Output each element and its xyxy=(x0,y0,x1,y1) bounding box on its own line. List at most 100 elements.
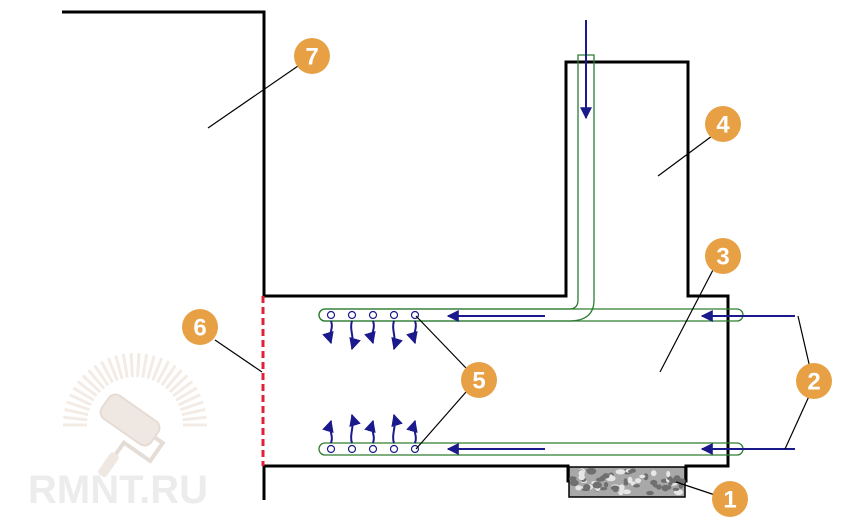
leader-4 xyxy=(657,135,713,177)
badge-5: 5 xyxy=(461,362,497,398)
leader-2b xyxy=(784,393,811,450)
watermark: RMNT.RU xyxy=(28,353,208,512)
outlet-hole xyxy=(326,310,336,320)
outlet-arrow xyxy=(322,320,334,345)
gravel-stone xyxy=(639,474,646,479)
sunburst-ray xyxy=(63,415,88,422)
outlet-arrow xyxy=(391,413,403,444)
sunburst-ray xyxy=(64,408,89,417)
sunburst-ray xyxy=(156,360,171,384)
badge-1: 1 xyxy=(712,481,748,517)
outlet-hole xyxy=(326,444,336,454)
gravel-stone xyxy=(615,469,626,475)
badge-3: 3 xyxy=(705,238,741,274)
sunburst-ray xyxy=(180,400,204,412)
leader-2a xyxy=(797,315,811,369)
gravel-stone xyxy=(656,484,662,490)
svg-text:6: 6 xyxy=(193,315,206,342)
airflow-arrows xyxy=(322,20,795,455)
sunburst-ray xyxy=(121,353,129,378)
badge-7: 7 xyxy=(294,38,330,74)
outlet-arrow xyxy=(391,320,403,351)
vertical-air-tube xyxy=(318,54,595,322)
sunburst-ray xyxy=(87,369,106,390)
sunburst-ray xyxy=(168,374,189,394)
sunburst-ray xyxy=(172,380,194,398)
sunburst-ray xyxy=(76,380,98,398)
sunburst-ray xyxy=(160,364,177,387)
sunburst-ray xyxy=(114,355,124,380)
gravel-stone xyxy=(650,470,657,477)
sunburst-ray xyxy=(81,374,102,394)
outlet-arrow xyxy=(349,320,361,351)
outlet-hole xyxy=(347,444,357,454)
gravel-stone xyxy=(582,483,591,491)
sunburst-ray xyxy=(141,353,149,378)
paint-roller-icon xyxy=(98,393,166,478)
outlet-arrow xyxy=(406,419,418,444)
lower-outlets xyxy=(322,413,420,454)
gravel-stone xyxy=(599,487,608,491)
gravel-texture xyxy=(569,467,686,496)
badge-2: 2 xyxy=(796,363,832,399)
heating-tubes xyxy=(318,54,744,456)
gravel-stone xyxy=(666,476,673,481)
gravel-stone xyxy=(575,485,583,491)
sunburst-ray xyxy=(99,360,114,384)
sunburst-ray xyxy=(136,353,141,378)
gravel-stone xyxy=(586,468,594,472)
sunburst-ray xyxy=(146,355,156,380)
svg-text:4: 4 xyxy=(716,112,730,139)
leader-3 xyxy=(659,267,715,373)
badge-4: 4 xyxy=(705,106,741,142)
callout-badges: 1 2 3 4 5 6 7 xyxy=(182,38,832,517)
sunburst-ray xyxy=(93,364,110,387)
svg-text:5: 5 xyxy=(472,368,485,395)
gravel-filter xyxy=(568,466,686,498)
outlet-arrow xyxy=(322,419,334,444)
gravel-stone xyxy=(660,478,668,483)
sunburst-ray xyxy=(129,353,134,378)
gravel-stone xyxy=(634,477,642,484)
gravel-stone xyxy=(569,479,579,487)
room-3-top-wall xyxy=(264,60,730,449)
sunburst-ray xyxy=(66,400,90,412)
gravel-stone xyxy=(643,473,649,481)
sunburst-ray xyxy=(164,369,183,390)
outlet-hole xyxy=(368,310,378,320)
svg-text:7: 7 xyxy=(305,44,318,71)
gravel-stone xyxy=(618,484,625,492)
gravel-stone xyxy=(666,470,671,478)
leader-1 xyxy=(675,481,719,497)
badge-6: 6 xyxy=(182,309,218,345)
outlet-arrow xyxy=(349,413,361,444)
sunburst-ray xyxy=(151,357,164,381)
sunburst-ray xyxy=(175,386,198,402)
gravel-stone xyxy=(592,481,602,489)
leader-lines xyxy=(207,65,811,497)
outlet-arrow xyxy=(406,320,418,345)
sunburst-ray xyxy=(181,408,206,417)
gravel-stone xyxy=(628,469,635,474)
leader-5b xyxy=(415,391,467,450)
sunburst-ray xyxy=(106,357,119,381)
leader-5a xyxy=(415,315,467,369)
gravel-stone xyxy=(602,473,610,479)
svg-text:3: 3 xyxy=(716,244,729,271)
sunburst-ray xyxy=(69,393,93,407)
leader-6 xyxy=(214,339,263,373)
leader-7 xyxy=(207,65,299,129)
gravel-stone xyxy=(672,487,680,491)
sunburst-ray xyxy=(182,415,207,422)
upper-outlets xyxy=(322,310,420,351)
gravel-stone xyxy=(650,479,658,486)
room-7-wall-top xyxy=(62,10,266,296)
outlet-hole xyxy=(347,310,357,320)
gravel-stone xyxy=(612,487,619,493)
watermark-sunburst xyxy=(63,353,207,427)
gravel-stone xyxy=(623,478,628,484)
watermark-text: RMNT.RU xyxy=(28,468,208,512)
gravel-stone xyxy=(578,474,586,481)
